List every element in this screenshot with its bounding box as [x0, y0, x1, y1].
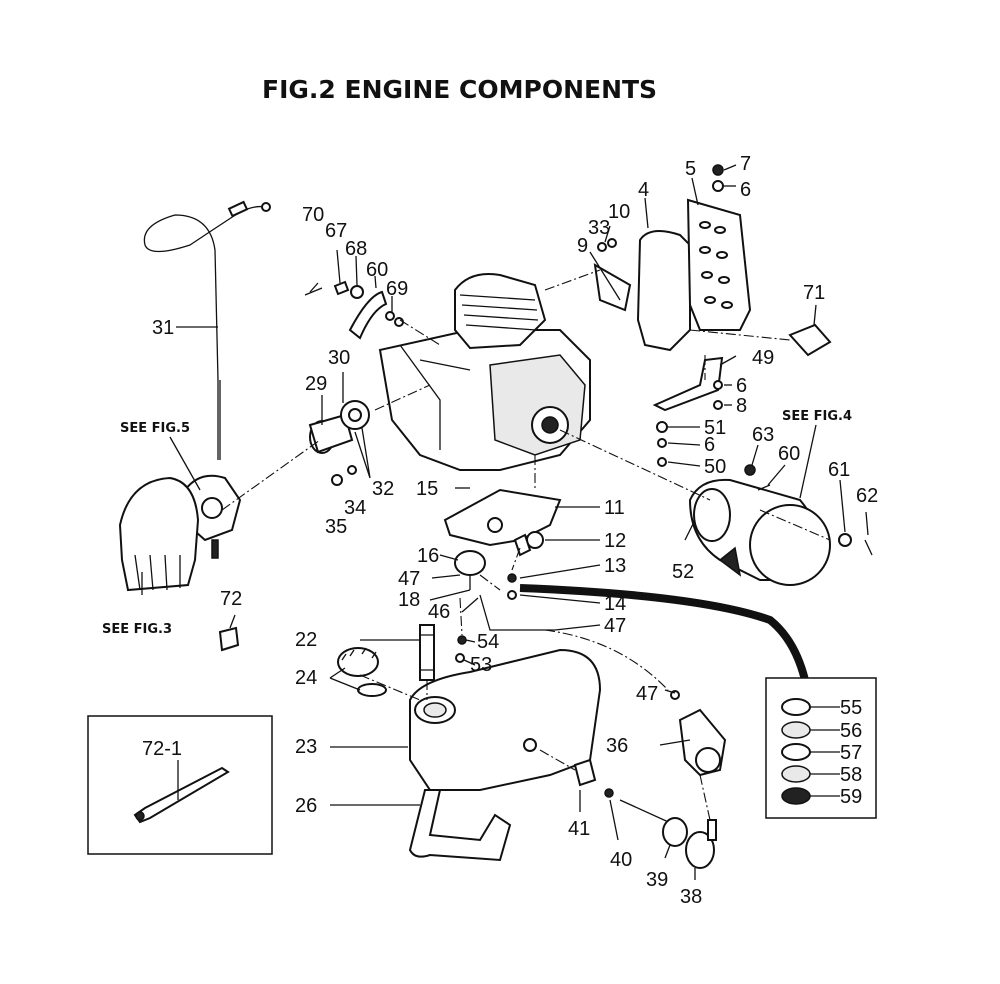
callout-49: 49 [752, 347, 774, 369]
callout-69: 69 [386, 278, 408, 300]
callout-72: 72 [220, 588, 242, 610]
callout-29: 29 [305, 373, 327, 395]
callout-16: 16 [417, 545, 439, 567]
small-clip-part [218, 626, 240, 652]
see-fig3-label: SEE FIG.3 [102, 622, 172, 637]
callout-24: 24 [295, 667, 317, 689]
callout-53: 53 [470, 654, 492, 676]
callout-47c: 47 [604, 615, 626, 637]
callout-34: 34 [344, 497, 366, 519]
intake-parts [308, 400, 370, 486]
callout-41: 41 [568, 818, 590, 840]
callout-52: 52 [672, 561, 694, 583]
fuel-filter-parts [573, 708, 727, 869]
callout-35: 35 [325, 516, 347, 538]
callout-13: 13 [604, 555, 626, 577]
primer-parts-box [765, 677, 877, 819]
callout-6c: 6 [704, 434, 715, 456]
callout-58: 58 [840, 764, 862, 786]
tool-box [87, 715, 273, 855]
callout-57: 57 [840, 742, 862, 764]
fuel-tank-part [408, 648, 602, 862]
fuel-strainer-part [419, 624, 435, 681]
callout-68: 68 [345, 238, 367, 260]
callout-72-1: 72-1 [142, 738, 182, 760]
callout-15: 15 [416, 478, 438, 500]
callout-31: 31 [152, 317, 174, 339]
callout-46: 46 [428, 601, 450, 623]
throttle-hardware-parts [304, 280, 404, 340]
muffler-bracket-part [652, 356, 724, 467]
callout-60: 60 [366, 259, 388, 281]
callout-32: 32 [372, 478, 394, 500]
callout-18: 18 [398, 589, 420, 611]
spark-plug-cap-part [788, 323, 832, 357]
recoil-starter-part [688, 464, 873, 586]
callout-51: 51 [704, 417, 726, 439]
callout-47b: 47 [636, 683, 658, 705]
callout-40: 40 [610, 849, 632, 871]
callout-54: 54 [477, 631, 499, 653]
callout-59: 59 [840, 786, 862, 808]
figure-title: FIG.2 ENGINE COMPONENTS [262, 75, 657, 104]
callout-47: 47 [398, 568, 420, 590]
callout-7: 7 [740, 153, 751, 175]
callout-67: 67 [325, 220, 347, 242]
callout-70: 70 [302, 204, 324, 226]
callout-33: 33 [588, 217, 610, 239]
callout-11: 11 [604, 497, 625, 519]
muffler-part [593, 164, 752, 352]
callout-63: 63 [752, 424, 774, 446]
callout-62: 62 [856, 485, 878, 507]
callout-6: 6 [740, 179, 751, 201]
engine-block-part [378, 273, 591, 471]
callout-39: 39 [646, 869, 668, 891]
callout-61: 61 [828, 459, 850, 481]
callout-6b: 6 [736, 375, 747, 397]
air-cleaner-part [118, 476, 200, 592]
throttle-cable-part [143, 200, 271, 460]
callout-60b: 60 [778, 443, 800, 465]
callout-23: 23 [295, 736, 317, 758]
callout-5: 5 [685, 158, 696, 180]
callout-36: 36 [606, 735, 628, 757]
callout-30: 30 [328, 347, 350, 369]
callout-56: 56 [840, 720, 862, 742]
fuel-cap-part [337, 647, 387, 697]
callout-numbers: 4 5 6 7 10 33 9 70 67 68 60 69 71 31 30 … [142, 153, 878, 908]
callout-38: 38 [680, 886, 702, 908]
callout-50: 50 [704, 456, 726, 478]
callout-12: 12 [604, 530, 626, 552]
mount-plate-part [443, 488, 562, 557]
callout-22: 22 [295, 629, 317, 651]
callout-55: 55 [840, 697, 862, 719]
callout-4: 4 [638, 179, 649, 201]
callout-26: 26 [295, 795, 317, 817]
fuel-line-part [519, 584, 809, 681]
see-fig4-label: SEE FIG.4 [782, 409, 852, 424]
callout-10: 10 [608, 201, 630, 223]
callout-8: 8 [736, 395, 747, 417]
leader-lines [141, 164, 869, 880]
see-fig5-label: SEE FIG.5 [120, 421, 190, 436]
carburetor-part [183, 474, 242, 559]
callout-71: 71 [803, 282, 825, 304]
callout-14: 14 [604, 593, 626, 615]
callout-9: 9 [577, 235, 588, 257]
